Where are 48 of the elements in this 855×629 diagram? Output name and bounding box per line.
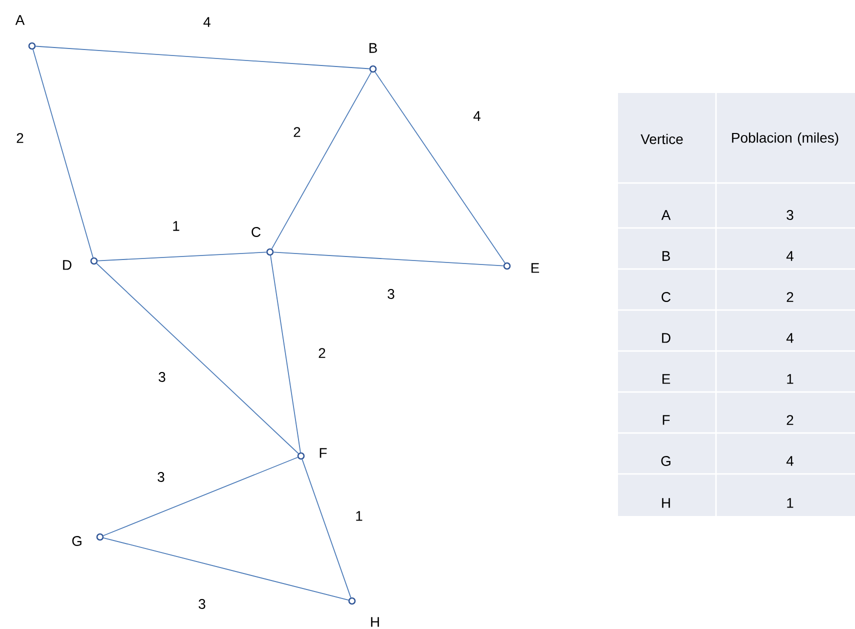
edge-weight: 4 (202, 16, 212, 28)
table-cell-text: A (661, 210, 671, 220)
edge-line (97, 252, 267, 262)
table-cell-text: 2 (786, 415, 794, 425)
edge-weight: 3 (386, 288, 396, 300)
vertex-label: E (531, 263, 540, 273)
table-cell-text: 1 (787, 374, 794, 384)
edge-line (302, 459, 352, 598)
table-cell-text: B (662, 251, 670, 261)
vertex-label: G (72, 536, 82, 546)
table-cell-text: 1 (787, 498, 794, 508)
edge-weight: 4 (472, 110, 482, 122)
edge-weight: 1 (171, 220, 181, 232)
edge-line (271, 72, 372, 250)
edge-weight: 2 (15, 132, 25, 144)
edge-weight: 2 (317, 347, 327, 359)
table-cell-text: F (662, 415, 670, 425)
edge-weight: 1 (354, 510, 364, 522)
table-cell-text: 2 (786, 292, 794, 302)
table-cell-text: E (662, 374, 670, 384)
table-cell-text: Vertice (640, 134, 683, 144)
vertex-label: D (63, 260, 72, 270)
edge-weight: 2 (292, 126, 302, 138)
edge-line (273, 252, 504, 266)
table-cell-text: C (662, 292, 671, 302)
vertex-label: F (320, 448, 327, 458)
vertex-label: H (371, 617, 379, 627)
edge-weight: 3 (156, 471, 166, 483)
edge-line (35, 46, 370, 70)
edge-weight: 3 (157, 371, 167, 383)
edge-line (103, 537, 349, 601)
table-cell-text: D (662, 333, 670, 343)
vertex-label: C (252, 227, 261, 237)
table-cell-text: 4 (786, 456, 794, 466)
table-cell-text: 4 (786, 251, 794, 261)
table-cell-text: 4 (786, 333, 794, 343)
edge-line (102, 456, 298, 536)
vertex-label: B (369, 43, 377, 53)
edge-line (270, 255, 301, 453)
vertex-label: A (15, 15, 25, 25)
table-cell-text: 3 (786, 210, 794, 220)
edge-weight: 3 (197, 598, 207, 610)
table-cell-text: Poblacion (miles) (732, 132, 838, 146)
table-cell-text: G (661, 456, 670, 466)
edge-line (374, 72, 506, 264)
edge-line (32, 49, 94, 258)
edge-line (96, 263, 299, 454)
table-cell-text: H (662, 498, 670, 508)
